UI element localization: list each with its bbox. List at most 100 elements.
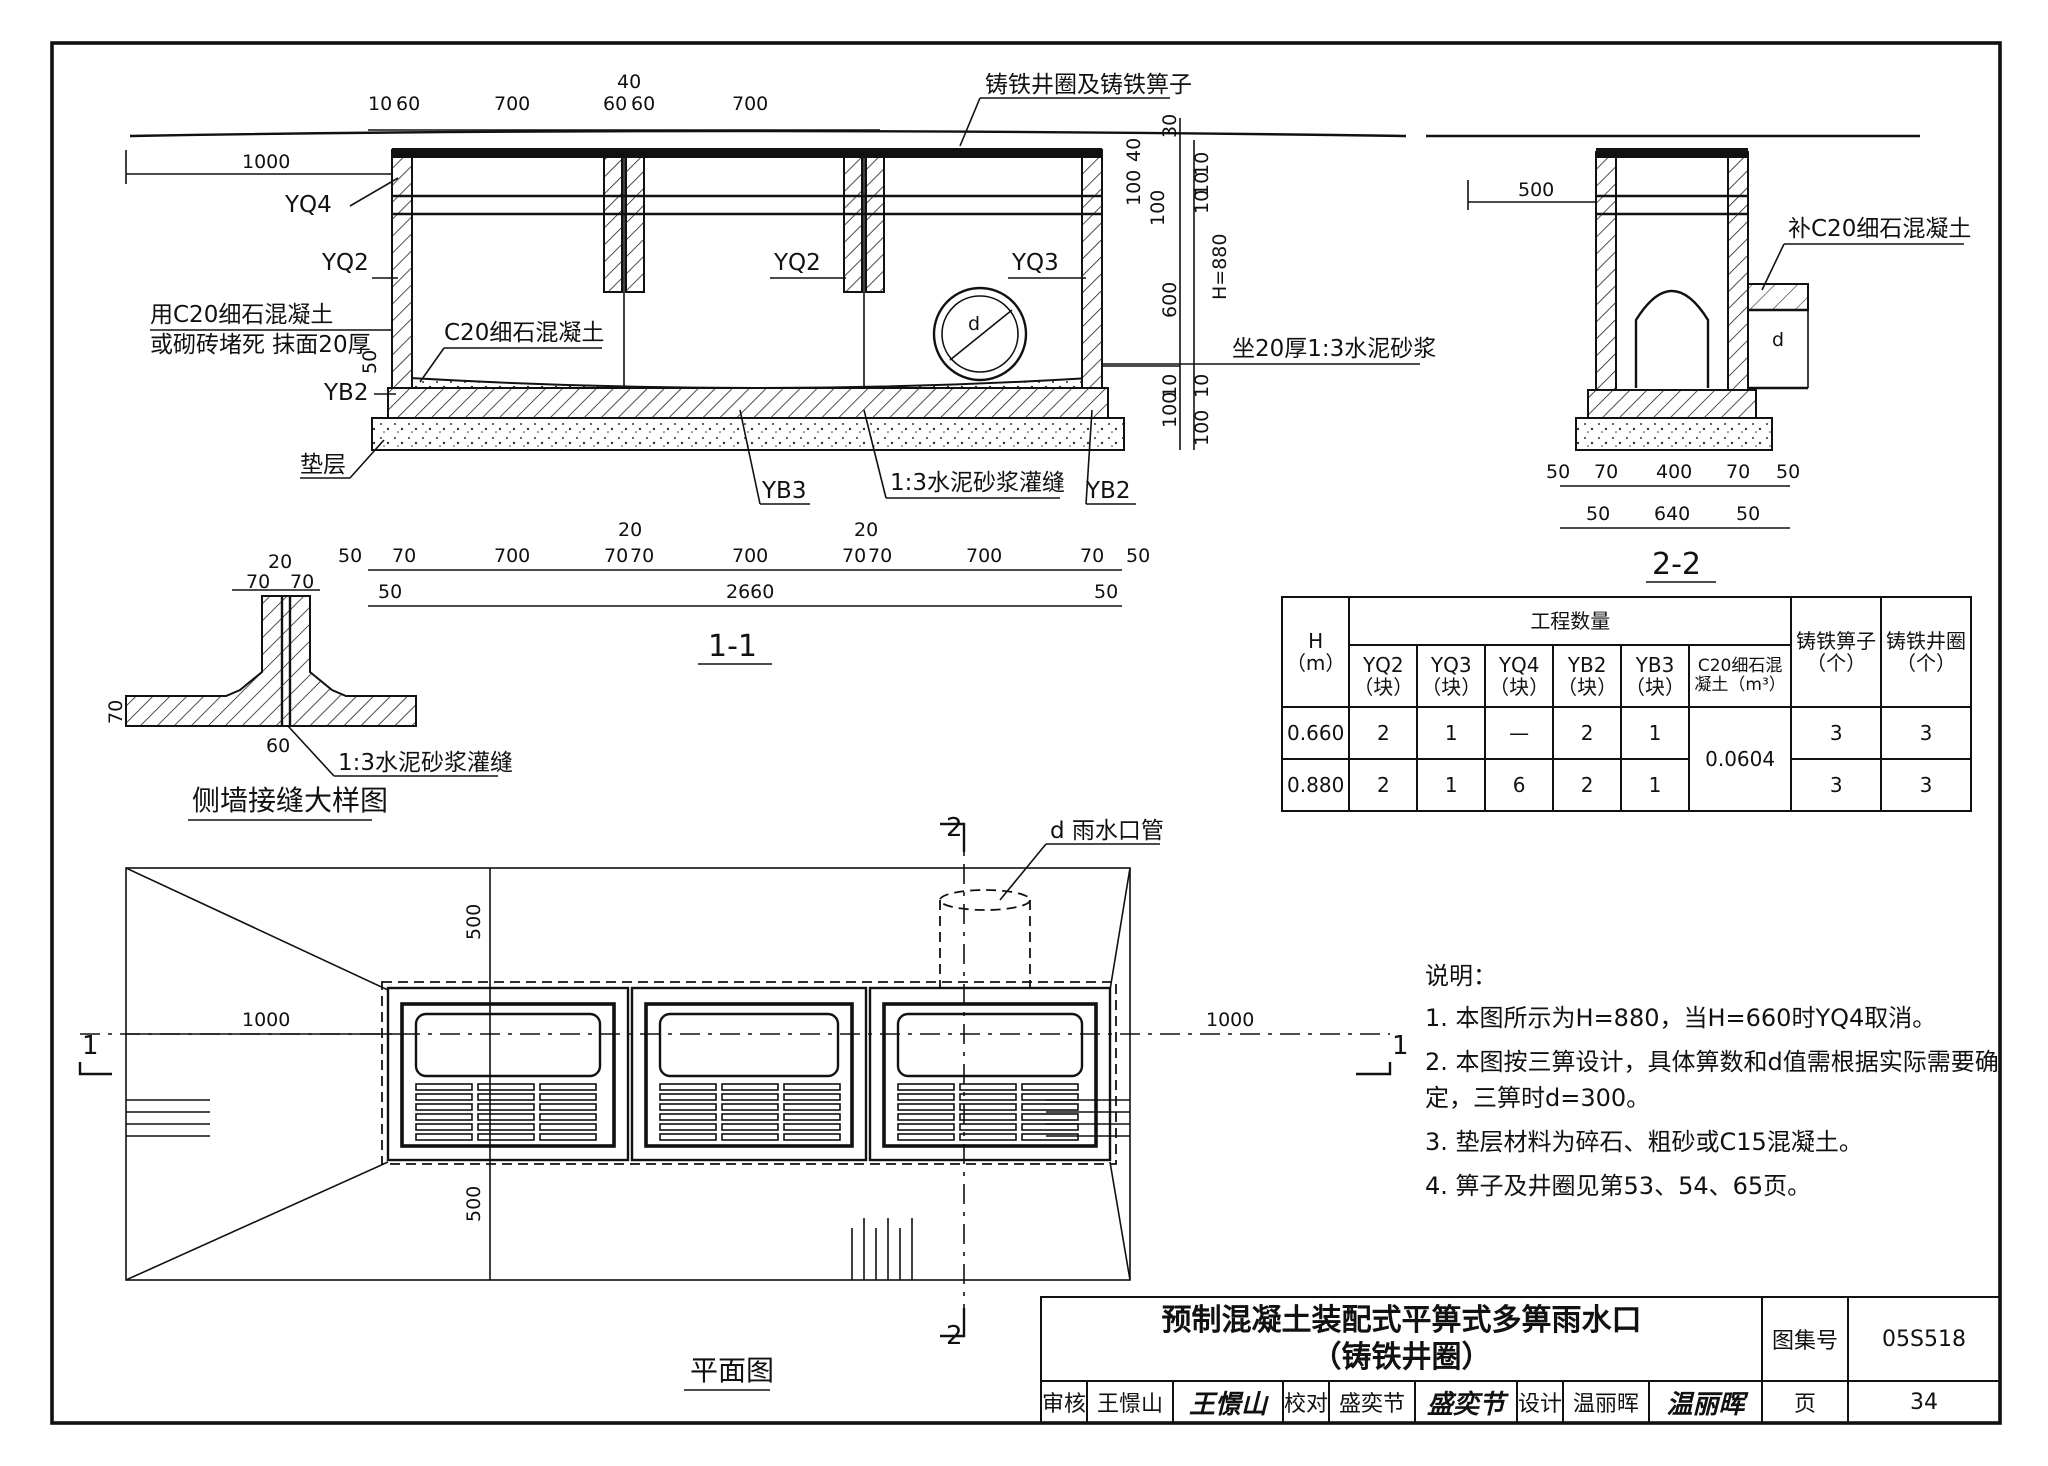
dim-top-700b: 700 xyxy=(732,93,768,115)
quantity-table: H （m） 工程数量 铸铁箅子 （个） 铸铁井圈 （个） YQ2（块） YQ3（… xyxy=(1280,596,1972,812)
dim-top-60a: 60 xyxy=(396,93,420,115)
dim-top-60b: 60 xyxy=(603,93,627,115)
label-plug-1: 用C20细石混凝土 xyxy=(150,302,333,328)
qty-col-yb3-name: YB3 xyxy=(1635,653,1675,677)
qty-col-yq4-unit: （块） xyxy=(1489,675,1550,699)
note-item-1: 1. 本图所示为H=880，当H=660时YQ4取消。 xyxy=(1425,1004,1937,1032)
label-mortar-bed: 坐20厚1:3水泥砂浆 xyxy=(1232,336,1436,362)
dim-2-b2-640: 640 xyxy=(1654,503,1690,525)
plan-title: 平面图 xyxy=(690,1354,774,1387)
dim-r-40: 40 xyxy=(1123,138,1145,162)
note-item-3: 3. 垫层材料为碎石、粗砂或C15混凝土。 xyxy=(1425,1128,1863,1156)
qty-col-yq4: YQ4（块） xyxy=(1484,644,1555,708)
label-yq4: YQ4 xyxy=(284,192,332,218)
review-name: 王憬山 xyxy=(1086,1380,1174,1424)
joint-dim-20: 20 xyxy=(268,551,292,573)
dim-r-600: 600 xyxy=(1159,282,1181,318)
section-2-2: d 500 补C20细石混凝土 50 70 400 70 50 50 640 5… xyxy=(1426,134,1971,583)
dim-2-b2-50a: 50 xyxy=(1586,503,1610,525)
qty-r2-yq2: 2 xyxy=(1348,758,1419,812)
dim-b-20b: 20 xyxy=(854,519,878,541)
qty-col-yq3-name: YQ3 xyxy=(1430,653,1472,677)
qty-ring-unit: （个） xyxy=(1896,651,1957,675)
qty-concrete: 0.0604 xyxy=(1687,706,1793,812)
qty-col-yb3: YB3（块） xyxy=(1620,644,1690,708)
label-fill-concrete: C20细石混凝土 xyxy=(444,320,604,346)
qty-col-yq2: YQ2（块） xyxy=(1348,644,1419,708)
grate-slot xyxy=(539,1123,597,1131)
grate-slot xyxy=(659,1113,717,1121)
label-yb2-right: YB2 xyxy=(1085,478,1130,504)
label-grate-ring: 铸铁井圈及铸铁箅子 xyxy=(985,72,1192,98)
grate-slot xyxy=(659,1093,717,1101)
qty-h-unit: （m） xyxy=(1285,651,1346,675)
qty-col-yq3: YQ3（块） xyxy=(1416,644,1487,708)
grate-slot xyxy=(783,1083,841,1091)
joint-detail: 20 70 70 70 60 1:3水泥砂浆灌缝 侧墙接缝大样图 xyxy=(105,551,513,821)
note-item-2: 2. 本图按三箅设计，具体箅数和d值需根据实际需要确定，三箅时d=300。 xyxy=(1425,1048,1999,1112)
dim-top-40: 40 xyxy=(617,71,641,93)
grate-slot xyxy=(721,1123,779,1131)
grate-slot xyxy=(659,1083,717,1091)
grate-slot xyxy=(539,1113,597,1121)
pipe-d-label-2: d xyxy=(1772,329,1784,351)
qty-h-name: H xyxy=(1308,629,1324,653)
dim-b-50a: 50 xyxy=(338,545,362,567)
dim-b-700b: 700 xyxy=(732,545,768,567)
grate-slot xyxy=(477,1113,535,1121)
dim-top-10: 10 xyxy=(368,93,392,115)
notes-title: 说明： xyxy=(1425,962,1497,990)
grate-slot xyxy=(897,1123,955,1131)
qty-col-c20: C20细石混凝土（m³） xyxy=(1687,644,1793,708)
grate-slot xyxy=(477,1133,535,1141)
dim-2-b-70b: 70 xyxy=(1726,461,1750,483)
grate-slot xyxy=(959,1083,1017,1091)
dim-b-700a: 700 xyxy=(494,545,530,567)
dim-b-70f: 70 xyxy=(1080,545,1104,567)
section-1-1-title: 1-1 xyxy=(708,629,757,664)
dim-r-10a: 10 xyxy=(1191,152,1213,176)
label-cushion: 垫层 xyxy=(300,452,346,478)
qty-r2-grate: 3 xyxy=(1790,758,1883,812)
section-2-2-title: 2-2 xyxy=(1652,547,1701,582)
grate-slot xyxy=(539,1093,597,1101)
grate-slot xyxy=(897,1103,955,1111)
qty-col-yq2-unit: （块） xyxy=(1353,675,1414,699)
qty-col-yq2-name: YQ2 xyxy=(1362,653,1404,677)
grate-slot xyxy=(659,1133,717,1141)
table-row: 0.660 2 1 — 2 1 0.0604 3 3 xyxy=(1280,706,1972,812)
qty-grate-unit: （个） xyxy=(1806,651,1867,675)
plan-dim-top-500: 500 xyxy=(463,904,485,940)
dim-2-b2-50b: 50 xyxy=(1736,503,1760,525)
notes-list: 1. 本图所示为H=880，当H=660时YQ4取消。 2. 本图按三箅设计，具… xyxy=(1425,1000,2015,1204)
grate-slot xyxy=(897,1133,955,1141)
qty-r1-yq4: — xyxy=(1484,706,1555,760)
qty-r2-yb2: 2 xyxy=(1552,758,1623,812)
check-name: 盛奕节 xyxy=(1328,1380,1416,1424)
dim-2-b-70a: 70 xyxy=(1594,461,1618,483)
grate-slot xyxy=(783,1103,841,1111)
plan-dim-bottom-500: 500 xyxy=(463,1186,485,1222)
qty-col-yb3-unit: （块） xyxy=(1625,675,1685,699)
grate-slot xyxy=(1021,1083,1079,1091)
qty-r1-yb3: 1 xyxy=(1620,706,1690,760)
dim-r-100c: 100 xyxy=(1159,392,1181,428)
plan-dim-right-1000: 1000 xyxy=(1206,1009,1254,1031)
joint-dim-60: 60 xyxy=(266,735,290,757)
plan-view: d 雨水口管 2 2 1 1 1000 1000 500 500 平面图 xyxy=(78,813,1409,1391)
grate-slots xyxy=(415,1083,1079,1141)
dim-b-70c: 70 xyxy=(630,545,654,567)
qty-ring-header: 铸铁井圈 （个） xyxy=(1880,596,1972,708)
title-block-title: 预制混凝土装配式平箅式多箅雨水口 （铸铁井圈） xyxy=(1040,1296,1763,1382)
dim-b-70d: 70 xyxy=(842,545,866,567)
qty-r1-yq3: 1 xyxy=(1416,706,1487,760)
grate-slot xyxy=(783,1093,841,1101)
dim-2-b-50b: 50 xyxy=(1776,461,1800,483)
grate-slot xyxy=(415,1113,473,1121)
qty-h-header: H （m） xyxy=(1280,596,1351,708)
title-block: 预制混凝土装配式平箅式多箅雨水口 （铸铁井圈） 图集号 05S518 审核 王憬… xyxy=(1040,1296,2001,1424)
plan-cut1-right: 1 xyxy=(1392,1031,1409,1061)
dim-top-700a: 700 xyxy=(494,93,530,115)
check-label: 校对 xyxy=(1282,1380,1330,1424)
